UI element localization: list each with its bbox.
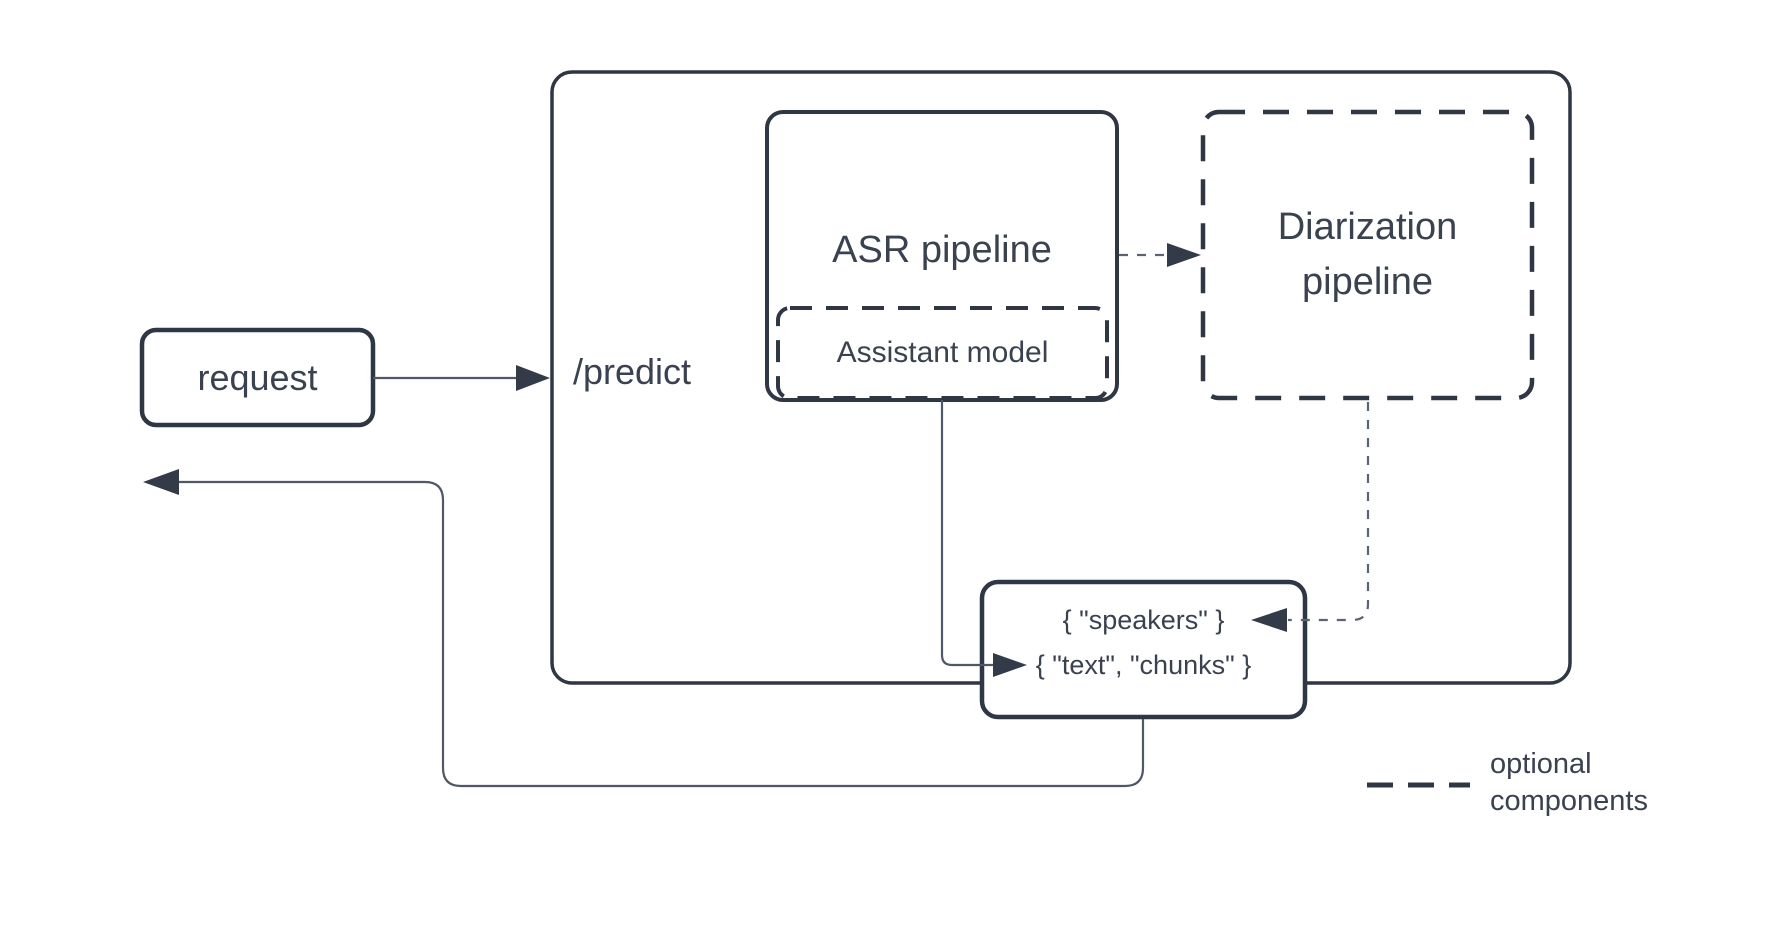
connector-assistant-to-result xyxy=(940,400,993,667)
connector-diarization-to-result xyxy=(1288,402,1370,622)
arrowhead-request-to-predict xyxy=(516,365,550,391)
connector-result-to-response xyxy=(179,480,1145,788)
request-label: request xyxy=(197,356,318,398)
result-box xyxy=(979,579,1308,720)
diarization-pipeline-box xyxy=(1200,109,1535,401)
result-text-chunks-row: { "text", "chunks" } xyxy=(1035,649,1252,680)
diarization-label-line2: pipeline xyxy=(1302,261,1433,303)
arrowhead-asr-to-diarization xyxy=(1167,243,1201,267)
assistant-model-label: Assistant model xyxy=(836,336,1049,369)
diarization-pipeline-label: Diarization pipeline xyxy=(1203,182,1532,328)
predict-label: /predict xyxy=(573,351,692,392)
diarization-label-line1: Diarization xyxy=(1277,205,1458,248)
legend-label-line2: components xyxy=(1490,785,1648,818)
result-speakers-row: { "speakers" } xyxy=(1062,604,1225,635)
legend-label-line1: optional xyxy=(1490,748,1592,780)
assistant-model-box xyxy=(776,306,1109,400)
arrowhead-diarization-to-result xyxy=(1251,608,1287,632)
arrowhead-assistant-to-result xyxy=(993,653,1027,677)
legend-label: optional components xyxy=(1490,746,1710,820)
asr-pipeline-label: ASR pipeline xyxy=(832,228,1052,271)
arrowhead-result-to-response xyxy=(143,469,179,495)
